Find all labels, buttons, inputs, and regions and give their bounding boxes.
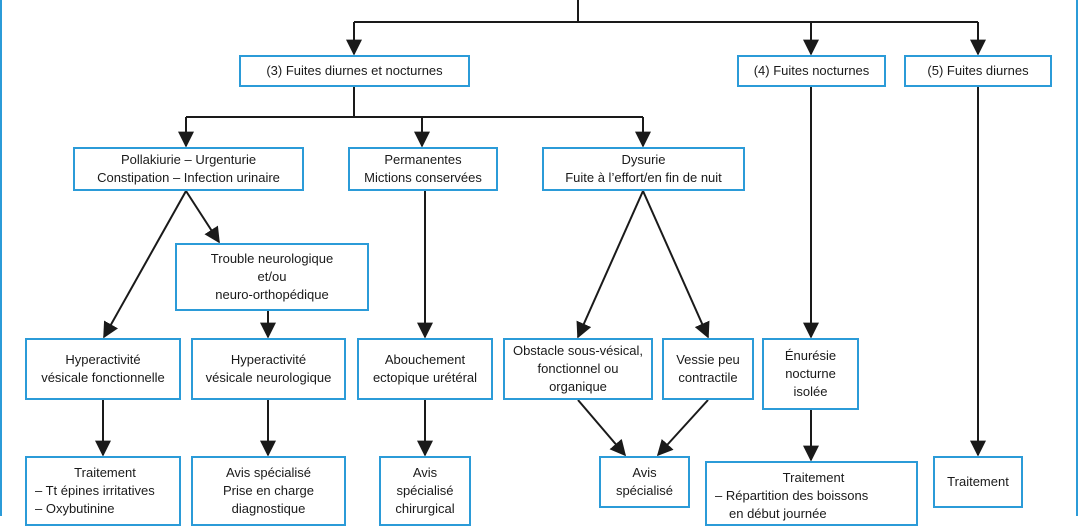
box-trouble-neurologique: Trouble neurologique et/ou neuro-orthopé…: [175, 243, 369, 311]
box-trouble-line-2: et/ou: [257, 269, 287, 284]
box-trouble-line-3: neuro-orthopédique: [215, 287, 329, 302]
box-traitement-diurne: Traitement: [933, 456, 1023, 508]
box-day-night-leaks: (3) Fuites diurnes et nocturnes: [239, 55, 470, 87]
box-avis-pec-line-3: diagnostique: [231, 501, 306, 516]
box-pollakiurie-line-1: Pollakiurie – Urgenturie: [120, 152, 257, 167]
box-hyperactivite-neurologique: Hyperactivité vésicale neurologique: [191, 338, 346, 400]
box-enuresie-nocturne: Énurésie nocturne isolée: [762, 338, 859, 410]
box-obstacle-sous-vesical: Obstacle sous-vésical, fonctionnel ou or…: [503, 338, 653, 400]
box-traitement1-line-3: – Oxybutinine: [35, 501, 115, 516]
box-vessie-peu-contractile: Vessie peu contractile: [662, 338, 754, 400]
connector-obstacle-to-avis: [577, 399, 627, 457]
box-traitement1-line-2: – Tt épines irritatives: [35, 483, 155, 498]
box-enuresie-line-2: nocturne: [785, 366, 836, 381]
box-dysurie-line-1: Dysurie: [621, 152, 666, 167]
box-abouchement-ectopique: Abouchement ectopique urétéral: [357, 338, 493, 400]
box-avis-chir-line-1: Avis: [412, 465, 438, 480]
box-avis-line-1: Avis: [632, 465, 657, 480]
box-dysurie: Dysurie Fuite à l’effort/en fin de nuit: [542, 147, 745, 191]
box-hyper-neuro-line-2: vésicale neurologique: [205, 370, 332, 385]
box-trouble-line-1: Trouble neurologique: [210, 251, 334, 266]
box-dysurie-line-2: Fuite à l’effort/en fin de nuit: [565, 170, 722, 185]
connector-pollakiurie-to-hyper-fonct: [103, 190, 187, 339]
box-permanentes: Permanentes Mictions conservées: [348, 147, 498, 191]
box-obstacle-line-2: fonctionnel ou: [537, 361, 619, 376]
box-hyper-neuro-line-1: Hyperactivité: [230, 352, 307, 367]
box-hyper-fonct-line-2: vésicale fonctionnelle: [41, 370, 165, 385]
box-pollakiurie: Pollakiurie – Urgenturie Constipation – …: [73, 147, 304, 191]
box-hyperactivite-fonctionnelle: Hyperactivité vésicale fonctionnelle: [25, 338, 181, 400]
box-day-leaks: (5) Fuites diurnes: [904, 55, 1052, 87]
box-night-leaks-label: (4) Fuites nocturnes: [753, 63, 870, 78]
box-traitement3-label: Traitement: [947, 474, 1009, 489]
box-avis-chir-line-3: chirurgical: [395, 501, 455, 516]
box-permanentes-line-2: Mictions conservées: [364, 170, 482, 185]
box-avis-pec-line-1: Avis spécialisé: [225, 465, 312, 480]
box-traitement-enuresie: Traitement – Répartition des boissons en…: [705, 461, 918, 526]
box-avis-line-2: spécialisé: [615, 483, 674, 498]
box-abouchement-line-1: Abouchement: [384, 352, 466, 367]
box-abouchement-line-2: ectopique urétéral: [372, 370, 478, 385]
connector-dysurie-to-obstacle: [576, 190, 644, 339]
box-avis-specialise: Avis spécialisé: [599, 456, 690, 508]
box-traitement2-line-2: – Répartition des boissons: [715, 488, 869, 503]
box-vessie-line-1: Vessie peu: [676, 352, 740, 367]
box-vessie-line-2: contractile: [678, 370, 738, 385]
box-hyper-fonct-line-1: Hyperactivité: [65, 352, 141, 367]
box-enuresie-line-1: Énurésie: [784, 348, 837, 363]
box-traitement-hyperactivite: Traitement – Tt épines irritatives – Oxy…: [25, 456, 181, 526]
box-enuresie-line-3: isolée: [793, 384, 828, 399]
box-traitement2-line-1: Traitement: [782, 470, 845, 485]
box-avis-pec-line-2: Prise en charge: [222, 483, 315, 498]
box-day-leaks-label: (5) Fuites diurnes: [927, 63, 1029, 78]
box-pollakiurie-line-2: Constipation – Infection urinaire: [97, 170, 280, 185]
box-traitement2-line-3: en début journée: [729, 506, 827, 521]
box-day-night-leaks-label: (3) Fuites diurnes et nocturnes: [266, 63, 443, 78]
connector-vessie-to-avis: [656, 399, 709, 457]
box-avis-chirurgical: Avis spécialisé chirurgical: [379, 456, 471, 526]
box-avis-chir-line-2: spécialisé: [396, 483, 454, 498]
box-permanentes-line-1: Permanentes: [384, 152, 462, 167]
connector-dysurie-to-vessie: [642, 190, 710, 339]
box-obstacle-line-1: Obstacle sous-vésical,: [512, 343, 644, 358]
box-obstacle-line-3: organique: [549, 379, 607, 394]
box-night-leaks: (4) Fuites nocturnes: [737, 55, 886, 87]
box-traitement1-line-1: Traitement: [74, 465, 136, 480]
connector-pollakiurie-to-trouble: [185, 190, 220, 244]
